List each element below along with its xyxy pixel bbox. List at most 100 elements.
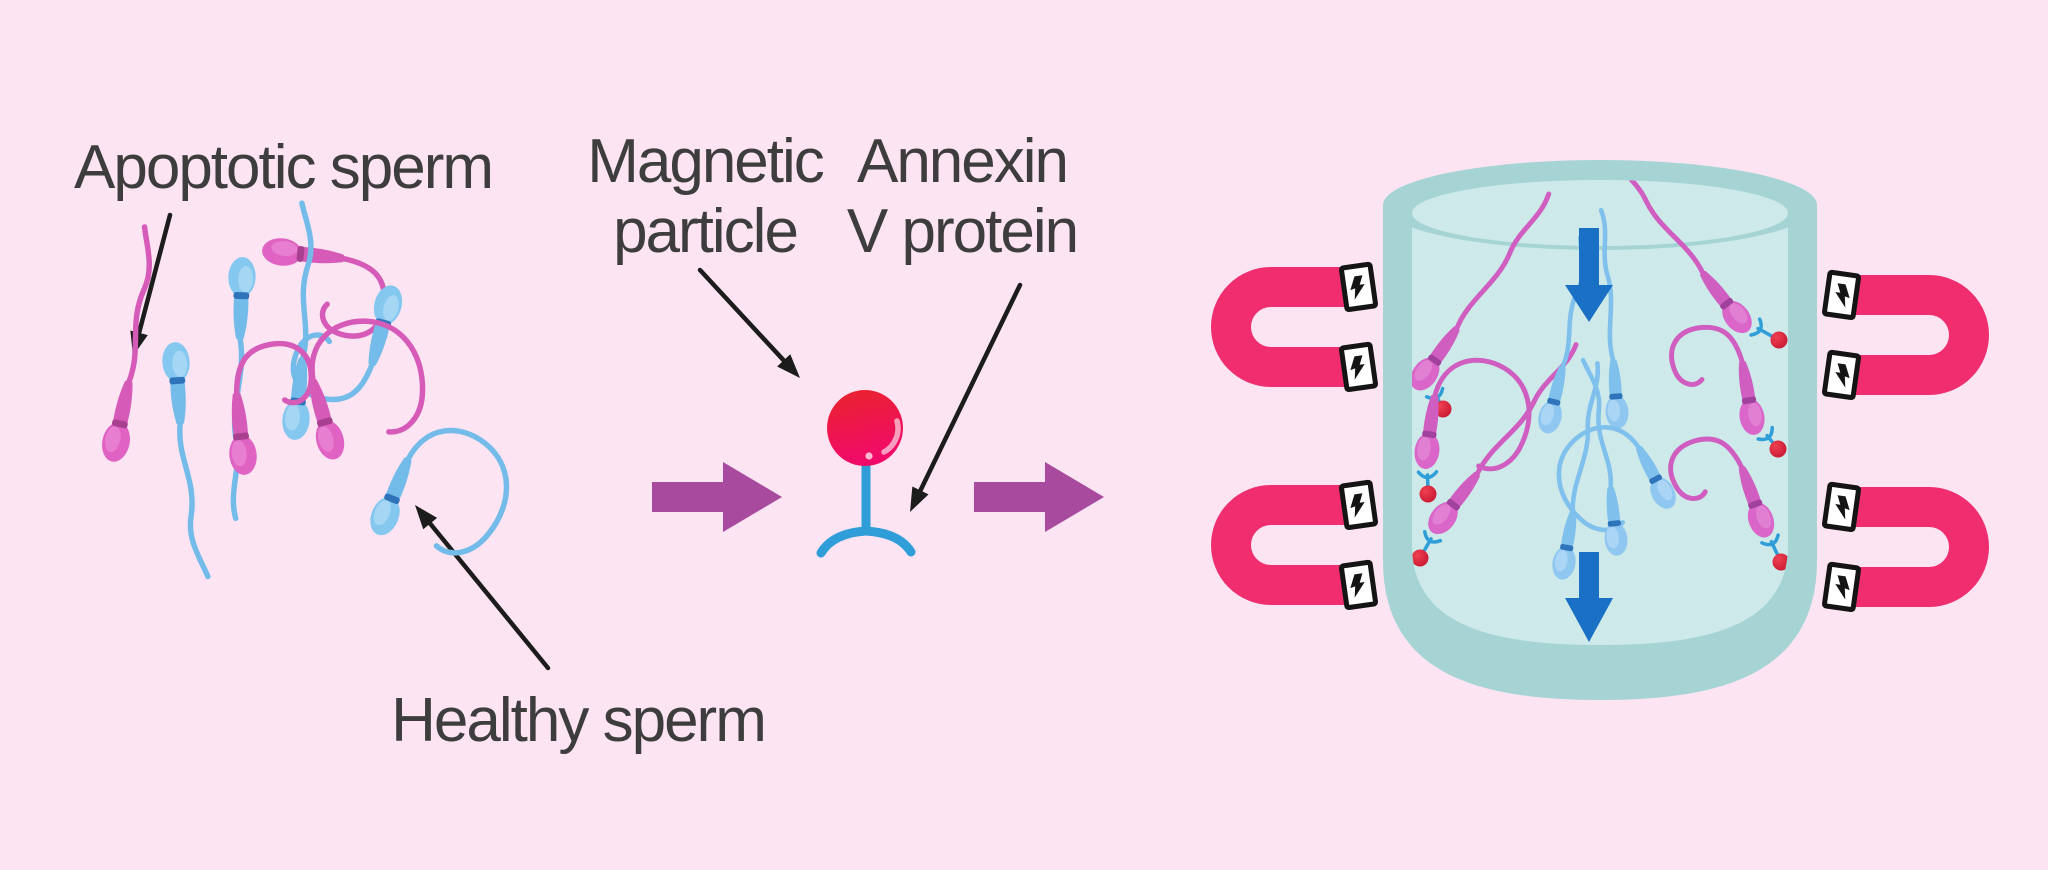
sperm-tail bbox=[177, 420, 211, 580]
healthy-sperm-label: Healthy sperm bbox=[391, 686, 765, 755]
sperm-apoptotic bbox=[309, 318, 426, 460]
sperm-midpiece bbox=[170, 376, 186, 425]
bead-link bbox=[1422, 537, 1433, 553]
pointer-arrowhead bbox=[415, 505, 438, 530]
sperm-healthy bbox=[370, 427, 510, 556]
sperm-neck-band bbox=[1427, 354, 1442, 366]
magnet-body bbox=[1845, 487, 1989, 607]
sperm-apoptotic bbox=[1668, 436, 1775, 538]
magnet-pole-plate bbox=[1821, 561, 1862, 612]
pointer-arrow bbox=[910, 282, 1023, 512]
magnetic-particle-label-line1: Magnetic bbox=[587, 127, 824, 196]
sperm-midpiece bbox=[1635, 445, 1663, 485]
annexin-v-arc bbox=[816, 526, 916, 558]
sperm-midpiece bbox=[1606, 487, 1621, 528]
sperm-tail bbox=[1598, 207, 1616, 364]
sperm-midpiece bbox=[1422, 395, 1439, 439]
sperm-healthy bbox=[290, 285, 403, 403]
flow-arrows bbox=[1565, 228, 1613, 642]
beaker-sperm bbox=[1412, 180, 1788, 580]
sperm-tail bbox=[309, 318, 426, 435]
right-arrow-icon bbox=[652, 462, 782, 532]
down-arrow-icon bbox=[1565, 228, 1613, 322]
sperm-healthy bbox=[1580, 357, 1628, 556]
sperm-cluster bbox=[102, 200, 510, 580]
horseshoe-magnet-icon bbox=[1821, 269, 1989, 400]
pointer-arrow-line bbox=[697, 267, 789, 366]
sperm-head-highlight bbox=[1417, 436, 1431, 461]
sperm-healthy bbox=[1598, 207, 1629, 429]
magnetic-particle-label-line2: particle bbox=[613, 197, 797, 266]
sperm-apoptotic bbox=[1601, 180, 1752, 334]
lightning-icon bbox=[1350, 493, 1365, 518]
sperm-head-highlight bbox=[373, 500, 391, 526]
magnet-pole-plate bbox=[1338, 341, 1379, 392]
sperm-apoptotic bbox=[1414, 357, 1532, 472]
sperm-midpiece bbox=[231, 393, 249, 442]
magnetic-bead-icon bbox=[1412, 549, 1429, 567]
sperm-midpiece bbox=[233, 291, 249, 340]
horseshoe-magnet-icon bbox=[1211, 479, 1379, 610]
sperm-neck-band bbox=[1446, 498, 1460, 511]
magnet-pole-plate bbox=[1821, 481, 1862, 532]
magnetic-particle-figure bbox=[816, 390, 916, 558]
sperm-tail bbox=[1432, 357, 1532, 472]
magnet-pole-plate bbox=[1338, 479, 1379, 530]
magnetic-bead-icon bbox=[1770, 331, 1788, 349]
magnetic-bead-icon bbox=[1772, 553, 1788, 571]
horseshoe-magnet-icon bbox=[1211, 261, 1379, 392]
sperm-tail bbox=[405, 427, 510, 556]
sperm-head-highlight bbox=[1748, 402, 1762, 427]
sperm-head-highlight bbox=[1756, 505, 1771, 529]
sperm-head-highlight bbox=[317, 426, 334, 452]
sperm-neck-band bbox=[1422, 430, 1437, 439]
sperm-tail bbox=[125, 224, 152, 386]
sperm-tail bbox=[1556, 425, 1642, 533]
sperm-head-highlight bbox=[1607, 399, 1620, 422]
sperm-midpiece bbox=[1560, 511, 1577, 552]
sperm-neck-band bbox=[233, 432, 249, 441]
sperm-healthy bbox=[1552, 361, 1601, 580]
magnets bbox=[1211, 261, 1989, 612]
magnetic-bead-icon bbox=[1419, 485, 1437, 503]
bead-link bbox=[1756, 326, 1774, 338]
pointer-arrow-line bbox=[916, 282, 1023, 497]
annexin-bead bbox=[1760, 533, 1788, 571]
sperm-neck-band bbox=[296, 246, 305, 262]
sperm-midpiece bbox=[1446, 471, 1481, 512]
sperm-midpiece bbox=[1738, 466, 1763, 510]
lightning-icon bbox=[1835, 363, 1850, 388]
sperm-neck-band bbox=[111, 419, 128, 429]
sperm-midpiece bbox=[309, 379, 333, 428]
sperm-tail bbox=[299, 200, 314, 363]
sperm-tail bbox=[290, 332, 375, 403]
ball-highlight bbox=[881, 418, 901, 455]
sperm-midpiece bbox=[1547, 365, 1566, 407]
sperm-head-highlight bbox=[105, 426, 121, 453]
sperm-head-highlight bbox=[1606, 526, 1619, 549]
pointer-arrow bbox=[697, 267, 800, 378]
magnetic-bead-icon bbox=[1434, 400, 1452, 418]
sperm-tail bbox=[1669, 324, 1745, 387]
annexin-bead bbox=[1416, 470, 1439, 503]
sperm-head-highlight bbox=[238, 266, 253, 293]
sperm-midpiece bbox=[384, 457, 412, 505]
sperm-tail bbox=[1668, 436, 1745, 501]
sperm-apoptotic bbox=[1412, 191, 1552, 391]
sperm-head-highlight bbox=[383, 295, 399, 321]
sperm-head-highlight bbox=[172, 350, 188, 377]
sperm-head-highlight bbox=[1540, 403, 1554, 426]
down-arrow-icon bbox=[1565, 552, 1613, 642]
sperm-neck-band bbox=[1748, 499, 1763, 509]
sperm-neck-band bbox=[1741, 396, 1757, 405]
sperm-head-highlight bbox=[1432, 504, 1451, 525]
sperm-neck-band bbox=[1607, 520, 1622, 527]
lightning-icon bbox=[1350, 355, 1365, 380]
lightning-icon bbox=[1835, 575, 1850, 600]
sperm-neck-band bbox=[1560, 544, 1574, 552]
apoptotic-sperm-label: Apoptotic sperm bbox=[74, 133, 492, 202]
lightning-icon bbox=[1350, 275, 1365, 300]
sperm-neck-band bbox=[1609, 393, 1623, 400]
label-pointer-arrows bbox=[130, 212, 1023, 671]
annexin-label-line2: V protein bbox=[847, 197, 1077, 266]
